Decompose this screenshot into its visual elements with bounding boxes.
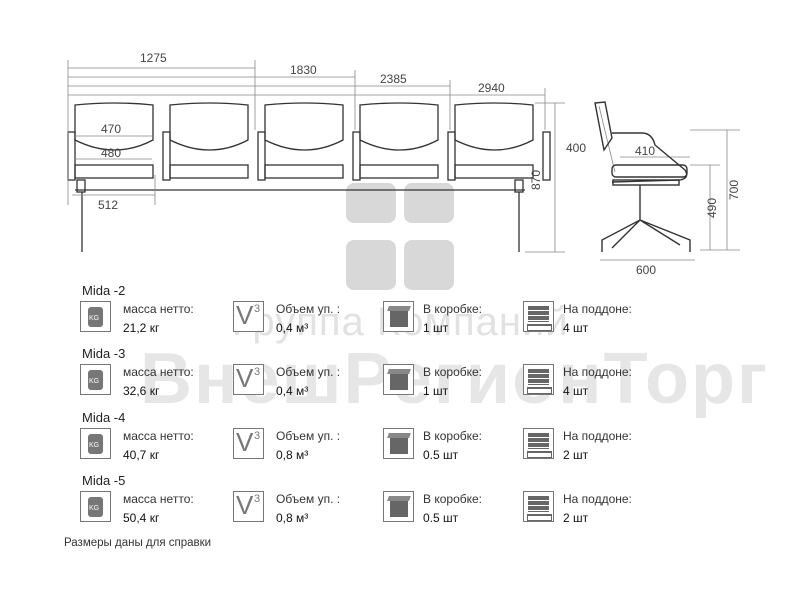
armrest [162, 131, 171, 181]
svg-text:512: 512 [98, 198, 118, 212]
box-value: 0.5 шт [423, 511, 459, 525]
dimension-values: 1275 1830 2385 2940 470 480 512 870 400 … [98, 51, 741, 277]
weight-icon: KG [80, 491, 111, 522]
pallet-icon [523, 428, 554, 459]
mass-value: 21,2 кг [123, 321, 160, 335]
mass-label: масса нетто: [123, 492, 194, 506]
seat-back [264, 102, 344, 151]
seat-back [74, 102, 154, 151]
svg-text:480: 480 [101, 146, 121, 160]
pallet-value: 2 шт [563, 511, 589, 525]
model-name: Mida -4 [82, 410, 126, 425]
pallet-label: На поддоне: [563, 429, 632, 443]
box-label: В коробке: [423, 302, 483, 316]
armrest [67, 131, 76, 181]
model-name: Mida -3 [82, 346, 126, 361]
model-name: Mida -5 [82, 473, 126, 488]
dimension-lines [67, 60, 740, 261]
pallet-value: 4 шт [563, 321, 589, 335]
svg-text:1830: 1830 [290, 63, 317, 77]
volume-label: Объем уп. : [276, 365, 341, 379]
seat-back [454, 102, 534, 151]
svg-text:490: 490 [705, 198, 719, 218]
footnote: Размеры даны для справки [64, 537, 212, 549]
weight-icon: KG [80, 428, 111, 459]
pallet-label: На поддоне: [563, 365, 632, 379]
armrest [257, 131, 266, 181]
seat-cushion [359, 164, 439, 179]
pallet-label: На поддоне: [563, 302, 632, 316]
volume-value: 0,4 м³ [276, 384, 309, 398]
seat-cushion [74, 164, 154, 179]
volume-value: 0,4 м³ [276, 321, 309, 335]
volume-label: Объем уп. : [276, 492, 341, 506]
svg-text:2385: 2385 [380, 72, 407, 86]
mass-label: масса нетто: [123, 302, 194, 316]
seat-back [169, 102, 249, 151]
svg-text:2940: 2940 [478, 81, 505, 95]
box-icon [383, 301, 414, 332]
volume-label: Объем уп. : [276, 302, 341, 316]
seat-cushion [454, 164, 534, 179]
svg-text:870: 870 [529, 170, 543, 190]
volume-value: 0,8 м³ [276, 511, 309, 525]
seat-cushion [264, 164, 344, 179]
volume-label: Объем уп. : [276, 429, 341, 443]
box-label: В коробке: [423, 492, 483, 506]
box-icon [383, 491, 414, 522]
weight-icon: KG [80, 364, 111, 395]
mass-value: 32,6 кг [123, 384, 160, 398]
box-label: В коробке: [423, 365, 483, 379]
mass-label: масса нетто: [123, 365, 194, 379]
svg-text:470: 470 [101, 122, 121, 136]
armrest [542, 131, 551, 181]
front-view [67, 102, 551, 252]
volume-value: 0,8 м³ [276, 448, 309, 462]
box-value: 1 шт [423, 321, 449, 335]
mass-value: 40,7 кг [123, 448, 160, 462]
box-value: 0.5 шт [423, 448, 459, 462]
pallet-value: 4 шт [563, 384, 589, 398]
seat-back [359, 102, 439, 151]
seat-cushion [169, 164, 249, 179]
box-icon [383, 364, 414, 395]
mass-value: 50,4 кг [123, 511, 160, 525]
side-view [594, 101, 691, 252]
svg-text:1275: 1275 [140, 51, 167, 65]
pallet-icon [523, 301, 554, 332]
pallet-value: 2 шт [563, 448, 589, 462]
model-name: Mida -2 [82, 283, 126, 298]
pallet-icon [523, 364, 554, 395]
armrest [352, 131, 361, 181]
pallet-label: На поддоне: [563, 492, 632, 506]
svg-text:600: 600 [636, 263, 656, 277]
weight-icon: KG [80, 301, 111, 332]
svg-text:700: 700 [727, 180, 741, 200]
box-value: 1 шт [423, 384, 449, 398]
svg-text:410: 410 [635, 144, 655, 158]
box-icon [383, 428, 414, 459]
svg-text:400: 400 [566, 141, 586, 155]
pallet-icon [523, 491, 554, 522]
box-label: В коробке: [423, 429, 483, 443]
armrest [447, 131, 456, 181]
mass-label: масса нетто: [123, 429, 194, 443]
watermark-logo [346, 183, 454, 290]
